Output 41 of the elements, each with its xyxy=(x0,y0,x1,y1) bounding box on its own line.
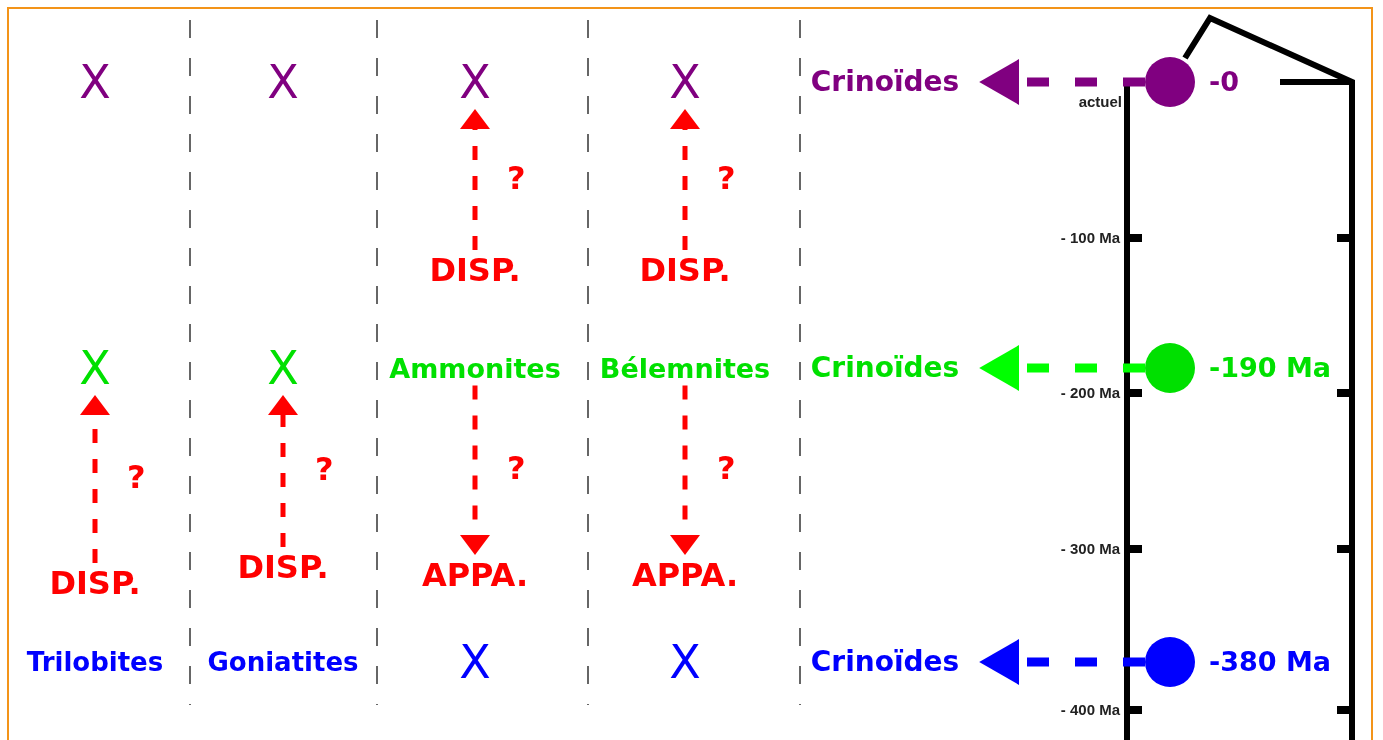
status-label: DISP. xyxy=(49,567,141,599)
arrow xyxy=(460,109,490,250)
taxon-label: Crinoïdes xyxy=(810,68,960,96)
arrow xyxy=(670,109,700,250)
time-marker-dot xyxy=(1145,637,1195,687)
cross-mark: X xyxy=(459,59,491,105)
taxon-label: Goniatites xyxy=(207,649,359,675)
status-label: DISP. xyxy=(237,551,329,583)
time-marker-dot xyxy=(1145,343,1195,393)
taxon-label: Crinoïdes xyxy=(810,648,960,676)
cross-mark: X xyxy=(79,59,111,105)
cross-mark: X xyxy=(267,59,299,105)
status-label: APPA. xyxy=(631,559,739,591)
arrow xyxy=(268,395,298,547)
age-label: -380 Ma xyxy=(1209,648,1332,675)
cross-mark: X xyxy=(459,639,491,685)
time-marker-dot xyxy=(1145,57,1195,107)
arrow xyxy=(979,639,1145,685)
status-label: DISP. xyxy=(429,254,521,286)
arrow xyxy=(979,59,1145,105)
tick-label: - 100 Ma xyxy=(1060,230,1120,245)
status-label: APPA. xyxy=(421,559,529,591)
cross-mark: X xyxy=(669,639,701,685)
tick-label: actuel xyxy=(1078,94,1122,109)
taxon-label: Ammonites xyxy=(389,354,561,382)
arrow xyxy=(460,385,490,555)
arrow xyxy=(670,385,700,555)
tick-label: - 200 Ma xyxy=(1060,385,1120,400)
cross-mark: X xyxy=(267,345,299,391)
taxon-label: Crinoïdes xyxy=(810,354,960,382)
cross-mark: X xyxy=(669,59,701,105)
arrow xyxy=(979,345,1145,391)
arrow xyxy=(80,395,110,563)
age-label: -190 Ma xyxy=(1209,354,1332,381)
cross-mark: X xyxy=(79,345,111,391)
age-label: -0 xyxy=(1209,68,1239,95)
tick-label: - 300 Ma xyxy=(1060,541,1120,556)
tick-label: - 400 Ma xyxy=(1060,702,1120,717)
taxon-label: Bélemnites xyxy=(599,354,771,382)
status-label: DISP. xyxy=(639,254,731,286)
taxon-label: Trilobites xyxy=(26,649,164,675)
